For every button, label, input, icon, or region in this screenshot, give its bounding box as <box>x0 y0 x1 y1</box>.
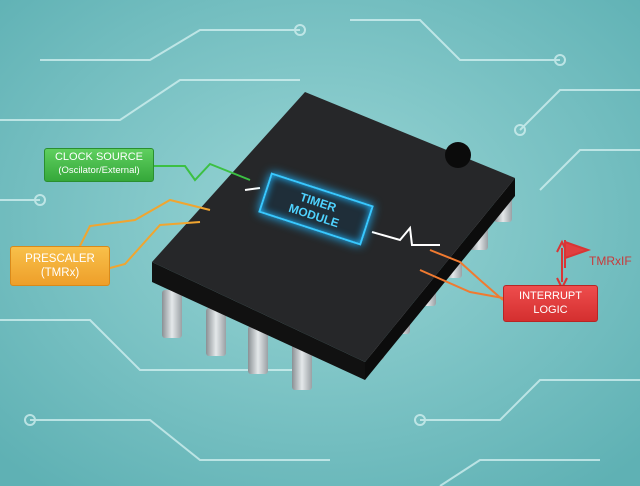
prescaler-subtitle: (TMRx) <box>40 267 80 280</box>
clock-source-subtitle: (Oscilator/External) <box>58 164 140 176</box>
interrupt-logic-label: INTERRUPT LOGIC <box>503 285 598 322</box>
chip-pins-left <box>162 290 312 390</box>
prescaler-label: PRESCALER (TMRx) <box>10 246 110 286</box>
interrupt-logic-line1: INTERRUPT <box>519 290 582 302</box>
signal-lines <box>79 162 592 301</box>
pin1-marker <box>445 142 471 168</box>
interrupt-flag-label: TMRxIF <box>589 254 632 268</box>
interrupt-logic-line2: LOGIC <box>533 303 568 316</box>
prescaler-title: PRESCALER <box>25 253 95 265</box>
clock-source-label: CLOCK SOURCE (Oscilator/External) <box>44 148 154 182</box>
clock-source-title: CLOCK SOURCE <box>54 151 144 163</box>
circuit-traces <box>0 19 640 486</box>
